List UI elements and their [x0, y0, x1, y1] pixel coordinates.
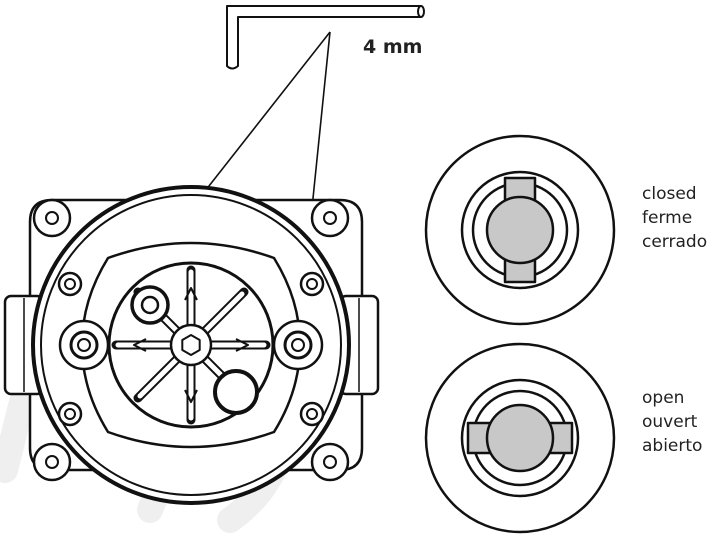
closed-label-fr: ferme [642, 208, 693, 228]
open-label-es: abierto [642, 436, 703, 456]
open-state-label: open ouvert abierto [642, 386, 720, 458]
valve-body [3, 185, 380, 505]
closed-label-en: closed [642, 184, 697, 204]
open-label-fr: ouvert [642, 412, 698, 432]
valve-open-icon [424, 342, 616, 534]
tool-size-label: 4 mm [363, 36, 423, 58]
hex-key-icon [226, 5, 425, 70]
closed-state-label: closed ferme cerrado [642, 182, 720, 254]
valve-closed-icon [424, 134, 616, 326]
open-label-en: open [642, 388, 685, 408]
closed-label-es: cerrado [642, 232, 708, 252]
